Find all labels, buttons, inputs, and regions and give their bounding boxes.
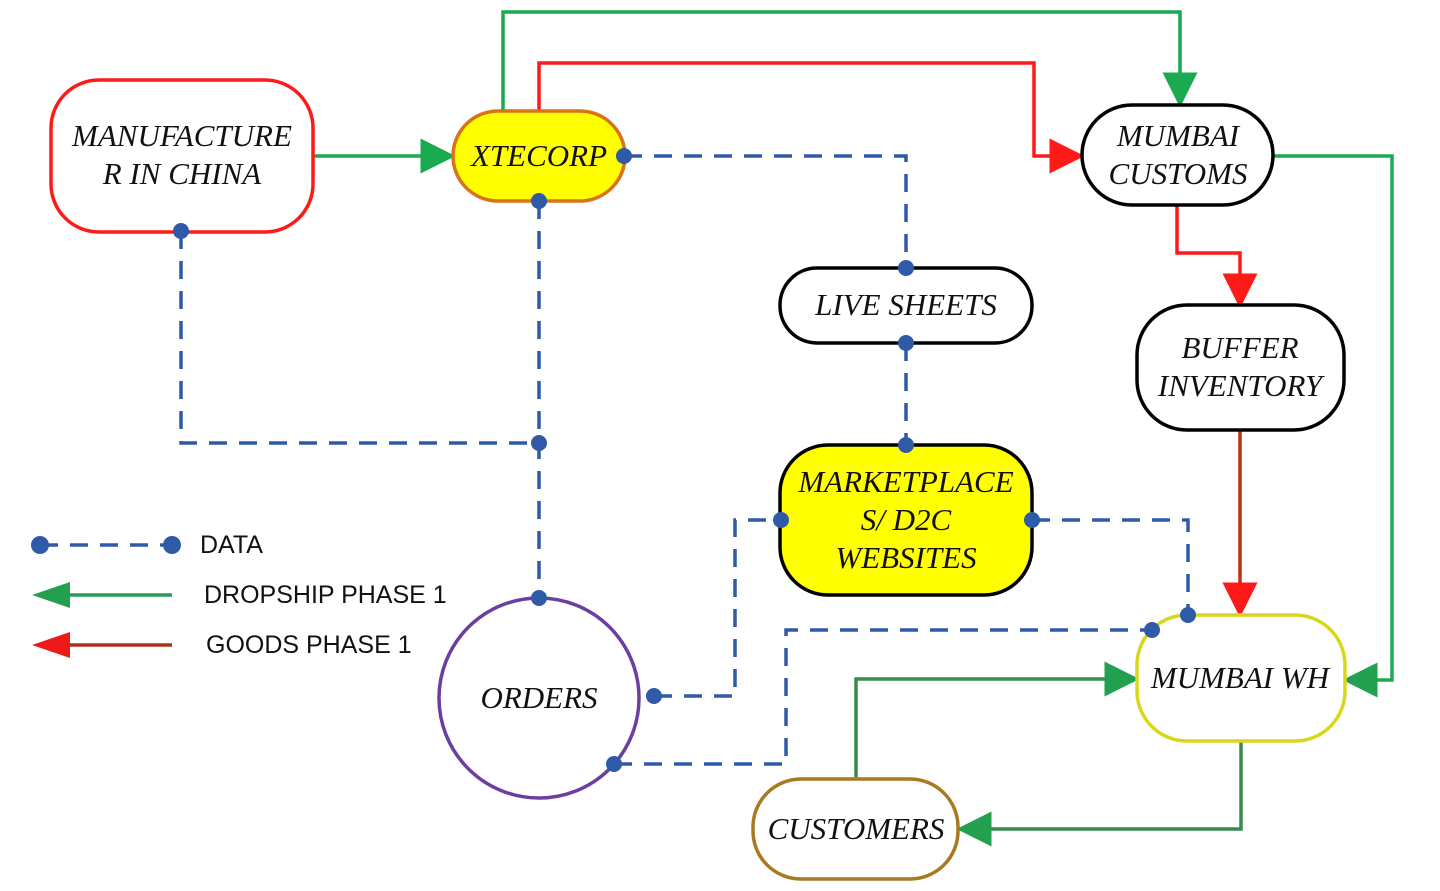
data-dot xyxy=(531,590,547,606)
legend: DATA DROPSHIP PHASE 1 GOODS PHASE 1 xyxy=(31,531,447,659)
node-live-sheets-label: LIVE SHEETS xyxy=(814,287,997,322)
edge-xtecorp-customs-dropship xyxy=(501,10,1198,112)
node-mumbai-wh-label: MUMBAI WH xyxy=(1150,660,1331,695)
edge-mumbaiwh-customers xyxy=(956,741,1243,847)
node-marketplaces-line3: WEBSITES xyxy=(835,540,976,575)
node-buffer-inventory-line2: INVENTORY xyxy=(1157,368,1325,403)
node-mumbai-wh[interactable]: MUMBAI WH xyxy=(1135,613,1347,743)
legend-item-dropship: DROPSHIP PHASE 1 xyxy=(32,581,447,609)
edge-orders-mumbaiwh xyxy=(614,628,1152,766)
data-dot xyxy=(616,148,632,164)
data-dot xyxy=(898,437,914,453)
data-dot xyxy=(898,335,914,351)
node-marketplaces[interactable]: MARKETPLACE S/ D2C WEBSITES xyxy=(778,443,1034,597)
node-customers[interactable]: CUSTOMERS xyxy=(751,777,960,881)
data-dot xyxy=(1180,607,1196,623)
node-customers-label: CUSTOMERS xyxy=(768,811,945,846)
edge-xtecorp-livesheets xyxy=(624,154,908,268)
node-mumbai-customs-line1: MUMBAI xyxy=(1116,118,1241,153)
data-dot xyxy=(531,435,547,451)
edge-customers-mumbaiwh xyxy=(854,661,1140,779)
legend-dropship-arrow-icon xyxy=(32,582,70,608)
data-dot xyxy=(531,193,547,209)
edge-xtecorp-customs-goods xyxy=(537,61,1085,174)
data-dot xyxy=(1024,512,1040,528)
data-dot xyxy=(173,223,189,239)
node-manufacturer-line1: MANUFACTURE xyxy=(71,118,292,153)
node-marketplaces-line1: MARKETPLACE xyxy=(797,464,1013,499)
edge-orders-marketplaces xyxy=(654,518,781,698)
node-orders-label: ORDERS xyxy=(480,680,597,715)
legend-item-data: DATA xyxy=(31,531,263,559)
node-buffer-inventory[interactable]: BUFFER INVENTORY xyxy=(1135,303,1346,432)
data-dot xyxy=(646,688,662,704)
data-dot xyxy=(606,756,622,772)
legend-goods-arrow-icon xyxy=(32,632,70,658)
node-buffer-inventory-line1: BUFFER xyxy=(1181,330,1298,365)
dropship-connectors xyxy=(313,10,1394,847)
legend-data-dot xyxy=(31,536,49,554)
data-dot xyxy=(898,260,914,276)
node-manufacturer-line2: R IN CHINA xyxy=(102,156,263,191)
node-live-sheets[interactable]: LIVE SHEETS xyxy=(778,266,1034,345)
node-xtecorp-label: XTECORP xyxy=(469,138,607,173)
edge-customs-buffer xyxy=(1175,205,1258,309)
legend-dropship-label: DROPSHIP PHASE 1 xyxy=(204,581,447,609)
data-dot xyxy=(1144,622,1160,638)
edge-customs-mumbaiwh xyxy=(1272,154,1394,698)
data-dots xyxy=(173,148,1196,772)
node-mumbai-customs-line2: CUSTOMS xyxy=(1109,156,1248,191)
goods-connectors xyxy=(537,61,1258,618)
legend-data-label: DATA xyxy=(200,531,263,559)
edge-manufacturer-junction xyxy=(179,231,539,445)
edge-marketplaces-mumbaiwh xyxy=(1032,518,1190,615)
node-manufacturer[interactable]: MANUFACTURE R IN CHINA xyxy=(49,78,315,234)
node-mumbai-customs[interactable]: MUMBAI CUSTOMS xyxy=(1080,103,1275,207)
data-connectors xyxy=(179,154,1190,766)
data-dot xyxy=(773,512,789,528)
legend-item-goods: GOODS PHASE 1 xyxy=(32,631,412,659)
node-xtecorp[interactable]: XTECORP xyxy=(451,109,627,203)
legend-data-dot xyxy=(163,536,181,554)
legend-goods-label: GOODS PHASE 1 xyxy=(206,631,412,659)
node-orders[interactable]: ORDERS xyxy=(437,596,641,800)
node-marketplaces-line2: S/ D2C xyxy=(861,502,952,537)
